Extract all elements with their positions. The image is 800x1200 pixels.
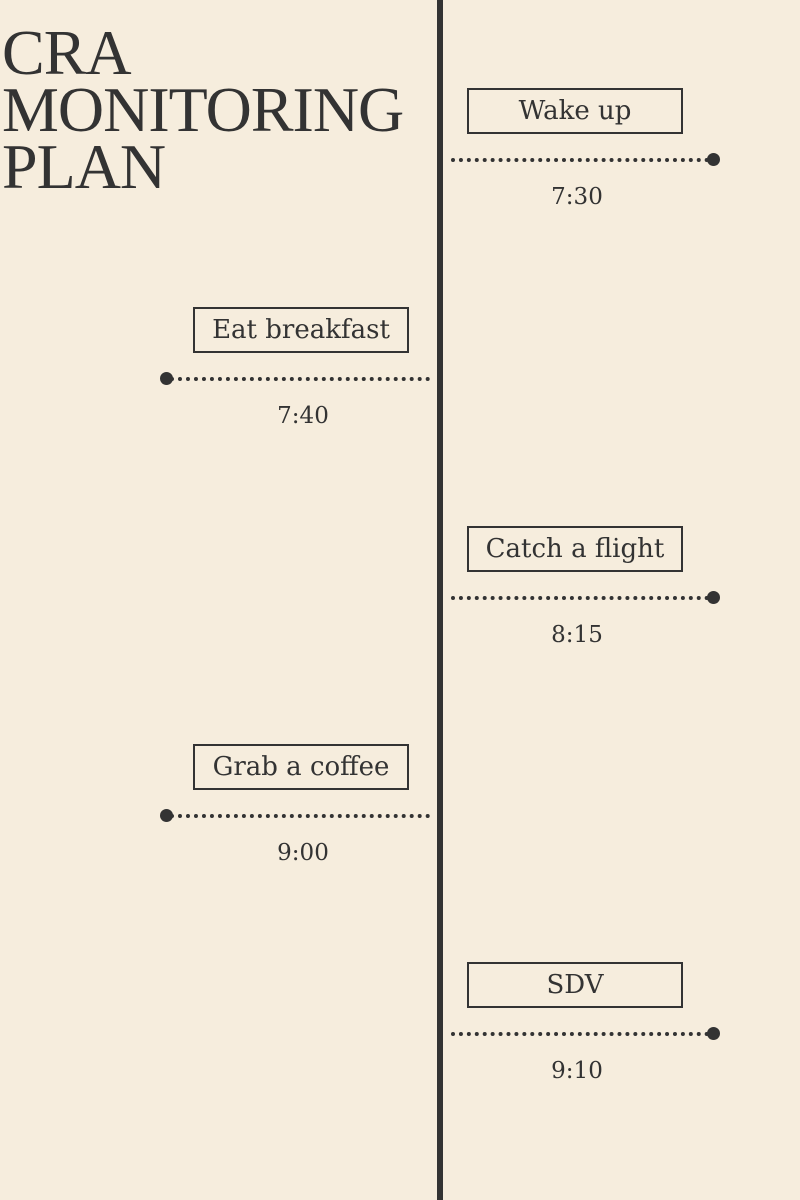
event-time: 9:10 xyxy=(551,1058,603,1084)
event-time: 9:00 xyxy=(277,840,329,866)
event-label: Catch a flight xyxy=(485,534,665,564)
event-time: 7:40 xyxy=(277,403,329,429)
event-label-box: Wake up xyxy=(467,88,683,134)
timeline-axis xyxy=(437,0,443,1200)
event-connector xyxy=(451,596,709,603)
event-connector xyxy=(170,814,430,821)
event-dot xyxy=(160,809,173,822)
page-title: CRA MONITORING PLAN xyxy=(2,17,404,202)
timeline-event-catch-a-flight: Catch a flight 8:15 xyxy=(0,526,800,696)
event-label-box: SDV xyxy=(467,962,683,1008)
event-label-box: Catch a flight xyxy=(467,526,683,572)
title-line-3: PLAN xyxy=(2,131,166,202)
event-dot xyxy=(160,372,173,385)
event-time: 7:30 xyxy=(551,184,603,210)
event-label: Eat breakfast xyxy=(212,315,390,345)
timeline-event-wake-up: Wake up 7:30 xyxy=(0,88,800,258)
timeline-event-grab-a-coffee: Grab a coffee 9:00 xyxy=(0,744,800,914)
event-label: Wake up xyxy=(518,96,632,126)
event-dot xyxy=(707,591,720,604)
event-time: 8:15 xyxy=(551,622,603,648)
title-line-2: MONITORING xyxy=(2,74,404,145)
event-label-box: Grab a coffee xyxy=(193,744,409,790)
event-connector xyxy=(451,158,709,165)
event-connector xyxy=(451,1032,709,1039)
event-dot xyxy=(707,153,720,166)
event-label-box: Eat breakfast xyxy=(193,307,409,353)
event-label: SDV xyxy=(546,970,604,1000)
timeline-event-sdv: SDV 9:10 xyxy=(0,962,800,1132)
event-dot xyxy=(707,1027,720,1040)
event-label: Grab a coffee xyxy=(212,752,390,782)
title-line-1: CRA xyxy=(2,17,132,88)
timeline-event-eat-breakfast: Eat breakfast 7:40 xyxy=(0,307,800,477)
event-connector xyxy=(170,377,430,384)
